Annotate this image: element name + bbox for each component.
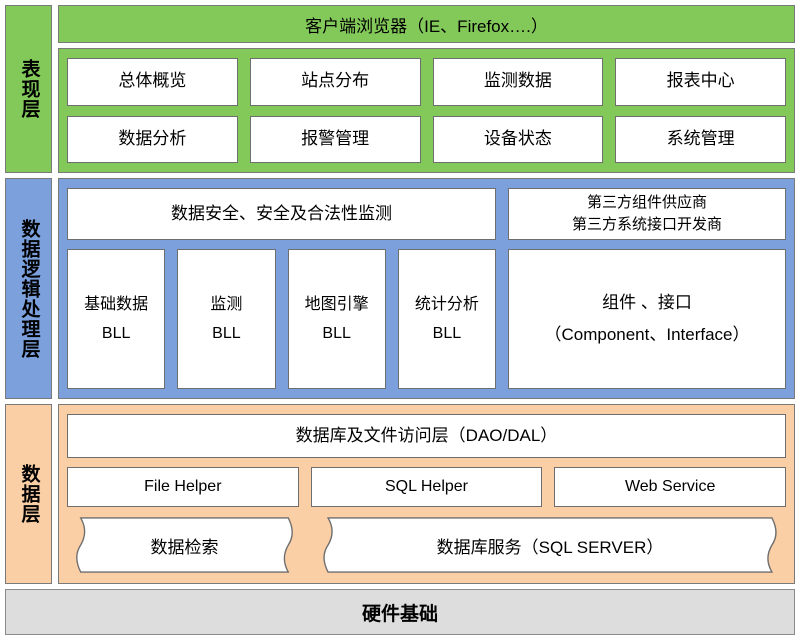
web-service-box[interactable]: Web Service (554, 467, 787, 507)
component-interface-box[interactable]: 组件 、接口 （Component、Interface） (508, 249, 786, 389)
module-device-status[interactable]: 设备状态 (432, 115, 604, 163)
module-system-management-label: 系统管理 (666, 128, 735, 148)
presentation-layer-label-text: 表现层 (18, 59, 40, 119)
third-party-box[interactable]: 第三方组件供应商 第三方系统接口开发商 (508, 188, 786, 240)
data-retrieval-label: 数据检索 (150, 537, 219, 557)
bll-basic-data-type: BLL (101, 324, 131, 342)
presentation-layer-body: 客户端浏览器（IE、Firefox….） 总体概览 站点分布 监测数据 报表中心 (58, 5, 795, 173)
web-service-label: Web Service (624, 478, 716, 496)
presentation-layer: 表现层 客户端浏览器（IE、Firefox….） 总体概览 站点分布 监测数据 (5, 5, 795, 173)
module-monitoring-data-label: 监测数据 (483, 71, 552, 91)
data-retrieval-store[interactable]: 数据检索 (67, 516, 302, 574)
data-security-label: 数据安全、安全及合法性监测 (171, 203, 392, 223)
bll-basic-data-name: 基础数据 (84, 295, 149, 313)
bll-statistics-name: 统计分析 (414, 295, 479, 313)
dao-dal-bar[interactable]: 数据库及文件访问层（DAO/DAL） (67, 414, 786, 458)
bll-map-engine[interactable]: 地图引擎 BLL (287, 249, 386, 389)
module-monitoring-data[interactable]: 监测数据 (432, 58, 604, 106)
module-data-analysis-label: 数据分析 (118, 128, 187, 148)
database-service-label: 数据库服务（SQL SERVER） (436, 537, 664, 557)
client-browser-bar-text: 客户端浏览器（IE、Firefox….） (305, 16, 548, 36)
bll-basic-data[interactable]: 基础数据 BLL (67, 249, 166, 389)
presentation-modules-row-1: 总体概览 站点分布 监测数据 报表中心 (67, 58, 786, 106)
module-overview-label: 总体概览 (118, 71, 187, 91)
bll-monitoring-name: 监测 (210, 295, 243, 313)
module-report-center-label: 报表中心 (666, 71, 735, 91)
data-layer-body: 数据库及文件访问层（DAO/DAL） File Helper SQL Helpe… (58, 404, 795, 584)
hardware-layer-label: 硬件基础 (361, 603, 438, 625)
logic-layer-body: 数据安全、安全及合法性监测 第三方组件供应商 第三方系统接口开发商 基础数据 B… (58, 178, 795, 399)
third-party-line-2: 第三方系统接口开发商 (571, 216, 722, 233)
logic-layer-panel: 数据安全、安全及合法性监测 第三方组件供应商 第三方系统接口开发商 基础数据 B… (58, 178, 795, 399)
component-interface-line-1: 组件 、接口 (602, 292, 692, 312)
tape-store-shape-icon (323, 517, 777, 573)
logic-layer-top-row: 数据安全、安全及合法性监测 第三方组件供应商 第三方系统接口开发商 (67, 188, 786, 240)
component-interface-line-2: （Component、Interface） (544, 324, 750, 344)
module-alarm-management-label: 报警管理 (301, 128, 370, 148)
presentation-modules-row-2: 数据分析 报警管理 设备状态 系统管理 (67, 115, 786, 163)
logic-layer-label: 数据逻辑处理层 (5, 178, 52, 399)
module-alarm-management[interactable]: 报警管理 (249, 115, 421, 163)
bll-statistics-type: BLL (432, 324, 462, 342)
bll-map-engine-type: BLL (322, 324, 351, 342)
module-data-analysis[interactable]: 数据分析 (67, 115, 238, 163)
client-browser-bar: 客户端浏览器（IE、Firefox….） (58, 5, 795, 43)
module-device-status-label: 设备状态 (483, 128, 552, 148)
hardware-layer-bar: 硬件基础 (5, 589, 795, 635)
presentation-modules-panel: 总体概览 站点分布 监测数据 报表中心 数据分析 (58, 48, 795, 173)
data-layer: 数据层 数据库及文件访问层（DAO/DAL） File Helper SQL H… (5, 404, 795, 584)
module-system-management[interactable]: 系统管理 (615, 115, 786, 163)
data-layer-label-text: 数据层 (18, 464, 40, 524)
logic-layer-label-text: 数据逻辑处理层 (18, 218, 40, 359)
data-stores-row: 数据检索 数据库服务（SQL SERVER） (67, 516, 786, 574)
sql-helper-box[interactable]: SQL Helper (310, 467, 543, 507)
file-helper-label: File Helper (144, 478, 222, 496)
module-site-distribution-label: 站点分布 (301, 71, 370, 91)
database-service-store[interactable]: 数据库服务（SQL SERVER） (314, 516, 786, 574)
bll-map-engine-name: 地图引擎 (304, 295, 369, 313)
data-layer-label: 数据层 (5, 404, 52, 584)
sql-helper-label: SQL Helper (385, 478, 468, 496)
module-overview[interactable]: 总体概览 (67, 58, 238, 106)
bll-monitoring[interactable]: 监测 BLL (177, 249, 276, 389)
dao-dal-label: 数据库及文件访问层（DAO/DAL） (295, 425, 558, 445)
bll-monitoring-type: BLL (212, 324, 241, 342)
tape-store-shape-icon (76, 517, 293, 573)
bll-statistics[interactable]: 统计分析 BLL (397, 249, 496, 389)
logic-layer-bottom-row: 基础数据 BLL 监测 BLL 地图引擎 BLL 统计分析 BLL (67, 249, 786, 389)
data-layer-panel: 数据库及文件访问层（DAO/DAL） File Helper SQL Helpe… (58, 404, 795, 584)
presentation-layer-label: 表现层 (5, 5, 52, 173)
logic-layer: 数据逻辑处理层 数据安全、安全及合法性监测 第三方组件供应商 第三方系统接口开发… (5, 178, 795, 399)
module-site-distribution[interactable]: 站点分布 (249, 58, 421, 106)
third-party-line-1: 第三方组件供应商 (586, 194, 707, 212)
data-security-box[interactable]: 数据安全、安全及合法性监测 (67, 188, 496, 240)
data-helpers-row: File Helper SQL Helper Web Service (67, 467, 787, 507)
module-report-center[interactable]: 报表中心 (615, 58, 786, 106)
file-helper-box[interactable]: File Helper (67, 467, 299, 507)
